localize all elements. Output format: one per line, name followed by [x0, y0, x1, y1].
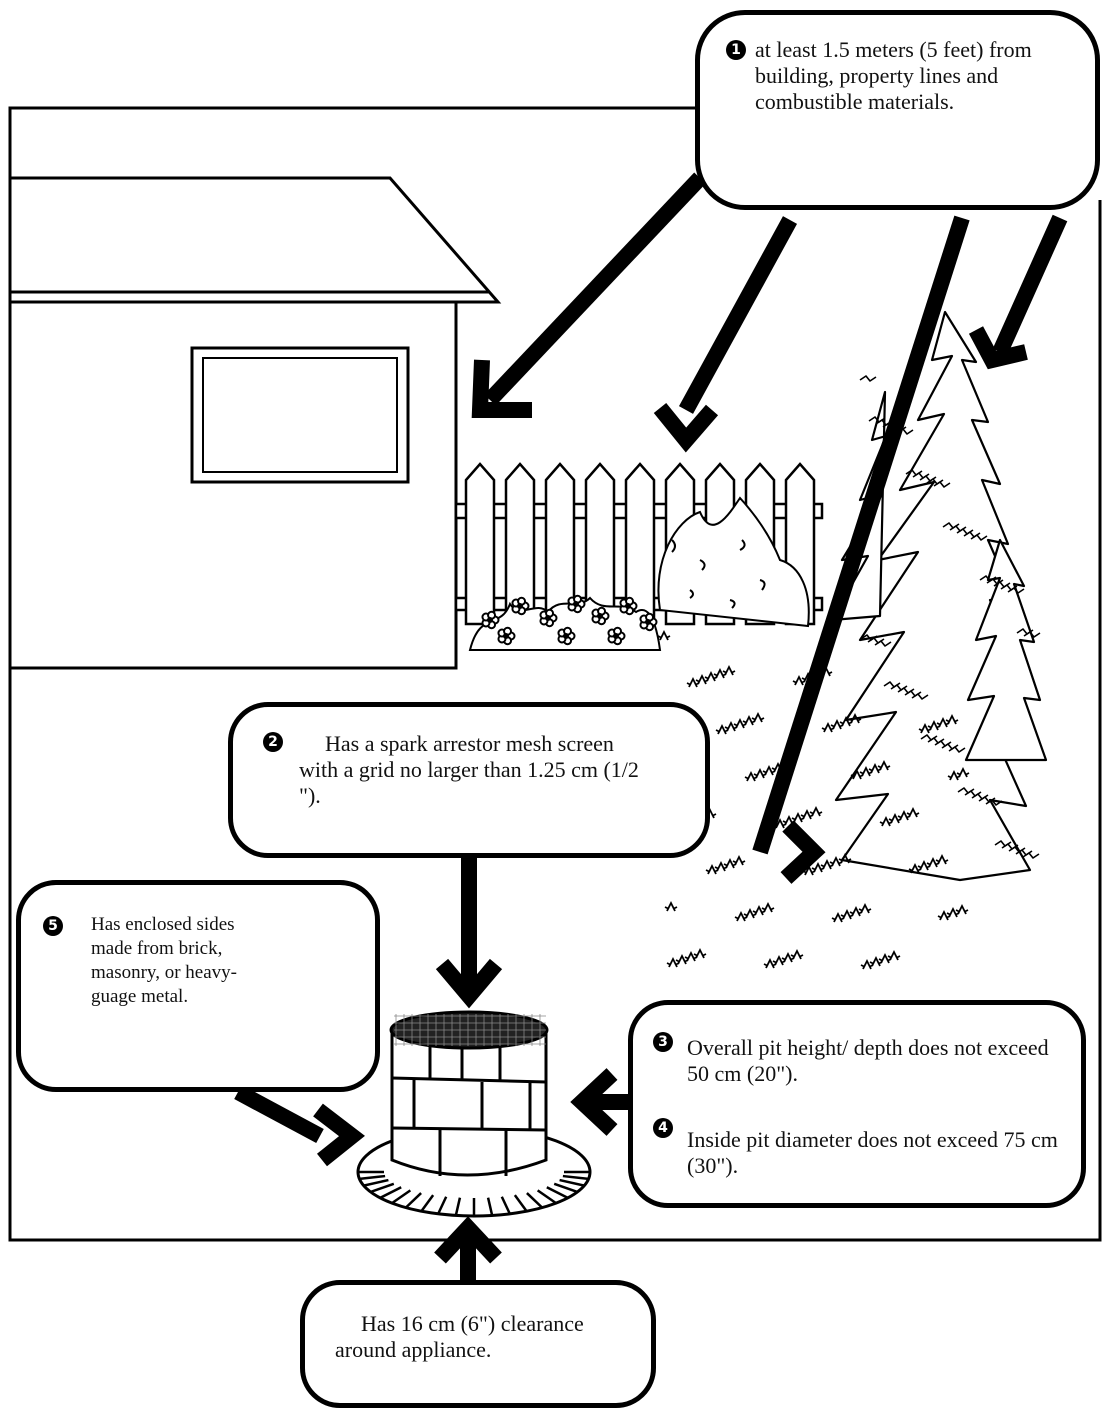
flower [557, 626, 576, 646]
groundcover-tuft [858, 902, 872, 914]
groundcover-tuft [887, 949, 901, 961]
callout-pit-dimensions: 3 Overall pit height/ depth does not exc… [628, 1000, 1086, 1208]
callout-building-clearance-text: at least 1.5 meters (5 feet) from buildi… [755, 37, 1032, 114]
groundcover-tuft [877, 759, 891, 771]
callout-number-2: 2 [263, 732, 283, 752]
shrubs [657, 496, 810, 628]
callout-ground-clearance: Has 16 cm (6") clearance around applianc… [300, 1280, 656, 1408]
groundcover-tuft [945, 713, 959, 725]
scene-frame [8, 106, 1102, 1242]
callout-spark-arrestor: 2 Has a spark arrestor mesh screen with … [228, 702, 710, 858]
flower [591, 606, 610, 626]
apron-stripes [358, 1170, 590, 1216]
arrow-to-trees [752, 215, 970, 855]
flower-bed [468, 594, 662, 651]
groundcover-tuft [722, 664, 736, 676]
groundcover-tuft [955, 903, 969, 915]
flower [497, 626, 516, 646]
arrow-to-sides [234, 1084, 324, 1144]
callout-number-3: 3 [653, 1032, 673, 1052]
arrow-to-house [484, 172, 706, 406]
flower [607, 626, 626, 646]
callout-building-clearance: 1 at least 1.5 meters (5 feet) from buil… [695, 10, 1100, 210]
callout-pit-height-text: Overall pit height/ depth does not excee… [687, 1035, 1049, 1086]
arrow-to-property-line [992, 214, 1068, 356]
groundcover-tuft [848, 712, 862, 724]
groundcover-tuft [657, 629, 671, 641]
groundcover-tuft [809, 805, 823, 817]
groundcover-tuft [956, 766, 970, 778]
pointer-arrows [234, 172, 1068, 1282]
callout-enclosed-sides-text: Has enclosed sides made from brick, maso… [91, 914, 237, 1007]
groundcover-tuft [906, 806, 920, 818]
callout-pit-diameter-text: Inside pit diameter does not exceed 75 c… [687, 1127, 1058, 1178]
callout-ground-clearance-text: Has 16 cm (6") clearance around applianc… [335, 1311, 584, 1362]
callout-number-1: 1 [726, 40, 746, 60]
fence-picket [464, 462, 496, 626]
house [8, 176, 502, 670]
groundcover-tuft [761, 901, 775, 913]
flower [481, 610, 500, 630]
ground-cover [657, 629, 970, 970]
groundcover-tuft [838, 852, 852, 864]
callout-enclosed-sides: 5 Has enclosed sides made from brick, ma… [16, 880, 380, 1092]
flower [511, 596, 530, 616]
groundcover-tuft [790, 948, 804, 960]
evergreen-trees [830, 310, 1048, 882]
groundcover-tuft [693, 947, 707, 959]
flower [639, 612, 658, 632]
groundcover-tuft [664, 900, 678, 912]
flower [539, 608, 558, 628]
groundcover-tuft [751, 711, 765, 723]
flower [567, 594, 586, 614]
arrow-to-fence [678, 216, 798, 414]
fire-pit [356, 1010, 592, 1218]
groundcover-tuft [732, 854, 746, 866]
callout-number-5: 5 [43, 916, 63, 936]
flower [619, 596, 638, 616]
callout-spark-arrestor-text: Has a spark arrestor mesh screen with a … [299, 731, 639, 808]
callout-number-4: 4 [653, 1118, 673, 1138]
house-roof [8, 176, 502, 304]
groundcover-tuft [935, 853, 949, 865]
